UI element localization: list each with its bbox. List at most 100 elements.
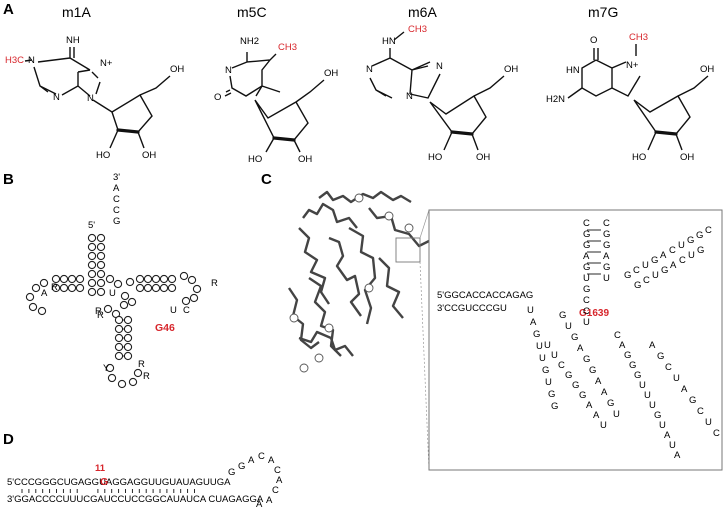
loop-nucleotide: U — [170, 305, 177, 316]
loop-nucleotide: A — [256, 499, 263, 510]
helix-nucleotide: C — [705, 225, 712, 236]
hairpin-nucleotide: U — [603, 273, 610, 284]
molecule-m6a: m6A HN CH3 N N N OH HO OH — [366, 4, 518, 163]
trna-structure — [25, 233, 202, 389]
hydroxyl-label: HO — [96, 150, 110, 161]
rrna-helix — [378, 257, 404, 319]
nucleotide — [37, 306, 47, 316]
hairpin-bottom-strand: 3'GGACCCCUUUCGAUCCUCCGGCAUAUCA CUAGAGGA — [7, 494, 264, 505]
nucleotide — [159, 274, 169, 284]
hydroxyl-label: OH — [476, 152, 490, 163]
nucleotide — [113, 279, 123, 289]
atom-label: HN — [382, 36, 396, 47]
panel-a: A m1A NH H3C N N+ N N OH HO OH m5C NH2 C… — [3, 1, 714, 165]
nucleotide — [167, 283, 177, 293]
nucleotide — [114, 351, 124, 361]
nucleotide — [87, 269, 97, 279]
loop-nucleotide: Y — [103, 363, 110, 374]
molecule-name: m6A — [408, 4, 437, 20]
rrna-loop — [384, 211, 394, 221]
acceptor-nucleotide: C — [113, 194, 120, 205]
panel-label-d: D — [3, 431, 14, 448]
methyl-label: CH3 — [629, 32, 648, 43]
rrna-helix — [288, 287, 320, 350]
helix-nucleotide: U — [551, 350, 558, 361]
nucleotide — [135, 274, 145, 284]
rrna-loop — [299, 363, 309, 373]
nucleotide — [189, 293, 199, 303]
nucleotide — [96, 260, 106, 270]
hydroxyl-label: OH — [504, 64, 518, 75]
nucleotide — [123, 315, 133, 325]
helix-nucleotide: U — [705, 417, 712, 428]
methyl-label: H3C — [5, 55, 24, 66]
hairpin-nucleotide: G — [603, 262, 610, 273]
helix-nucleotide: G — [565, 370, 572, 381]
nucleotide — [96, 233, 106, 243]
helix-nucleotide: G — [654, 410, 661, 421]
nucleotide — [114, 324, 124, 334]
rrna-helix — [328, 236, 362, 317]
atom-label: N — [406, 91, 413, 102]
loop-nucleotide: A — [248, 455, 255, 466]
nucleotide — [123, 324, 133, 334]
nucleotide — [75, 274, 85, 284]
hairpin-nucleotide: A — [583, 251, 590, 262]
zoom-box — [395, 237, 421, 263]
nucleotide — [39, 278, 49, 288]
nucleotide — [96, 242, 106, 252]
hydroxyl-label: HO — [632, 152, 646, 163]
nucleotide — [151, 274, 161, 284]
atom-label: O — [214, 92, 221, 103]
hairpin-nucleotide: G — [603, 240, 610, 251]
helix-nucleotide: A — [619, 340, 626, 351]
atom-label: N — [225, 65, 232, 76]
helix-nucleotide: G — [689, 395, 696, 406]
loop-nucleotide: A — [266, 495, 273, 506]
nucleotide — [105, 363, 115, 373]
helix-nucleotide: U — [678, 240, 685, 251]
strand-3prime: 3'CCGUCCCGU — [437, 303, 507, 314]
atom-label: HN — [566, 65, 580, 76]
helix-nucleotide: G — [657, 351, 664, 362]
helix-nucleotide: A — [595, 376, 602, 387]
nucleotide — [127, 297, 137, 307]
helix-nucleotide: C — [665, 362, 672, 373]
helix-nucleotide: A — [593, 410, 600, 421]
nucleotide — [135, 283, 145, 293]
molecule-m7g: m7G O CH3 HN N+ H2N OH HO OH — [546, 4, 714, 163]
nucleotide — [187, 275, 197, 285]
methyl-label: CH3 — [278, 42, 297, 53]
hairpin-nucleotide: A — [603, 251, 610, 262]
nucleotide — [96, 287, 106, 297]
rrna-loop — [324, 323, 334, 333]
hairpin-nucleotide: G — [603, 229, 610, 240]
nucleotide — [123, 342, 133, 352]
helix-nucleotide: G — [629, 360, 636, 371]
nucleotide — [31, 283, 41, 293]
nucleotide — [128, 377, 138, 387]
methyl-label: CH3 — [408, 24, 427, 35]
helix-nucleotide: G — [624, 270, 631, 281]
helix-nucleotide: U — [544, 340, 551, 351]
nucleotide — [167, 274, 177, 284]
helix-nucleotide: C — [713, 428, 720, 439]
helix-nucleotide: A — [601, 387, 608, 398]
zoom-panel — [428, 209, 723, 471]
nucleotide — [75, 283, 85, 293]
helix-nucleotide: A — [649, 340, 656, 351]
hydroxyl-label: HO — [428, 152, 442, 163]
helix-nucleotide: G — [661, 265, 668, 276]
helix-nucleotide: A — [530, 317, 537, 328]
nucleotide — [119, 300, 129, 310]
panel-b: B 3' A C C G 5' R A R R U U C Y R R R G4… — [3, 171, 218, 389]
molecule-m1a: m1A NH H3C N N+ N N OH HO OH — [5, 4, 184, 161]
hydroxyl-label: OH — [142, 150, 156, 161]
helix-nucleotide: C — [669, 245, 676, 256]
nucleotide — [67, 283, 77, 293]
nucleotide — [133, 368, 143, 378]
helix-nucleotide: G — [583, 354, 590, 365]
helix-nucleotide: G — [696, 230, 703, 241]
molecule-name: m1A — [62, 4, 91, 20]
